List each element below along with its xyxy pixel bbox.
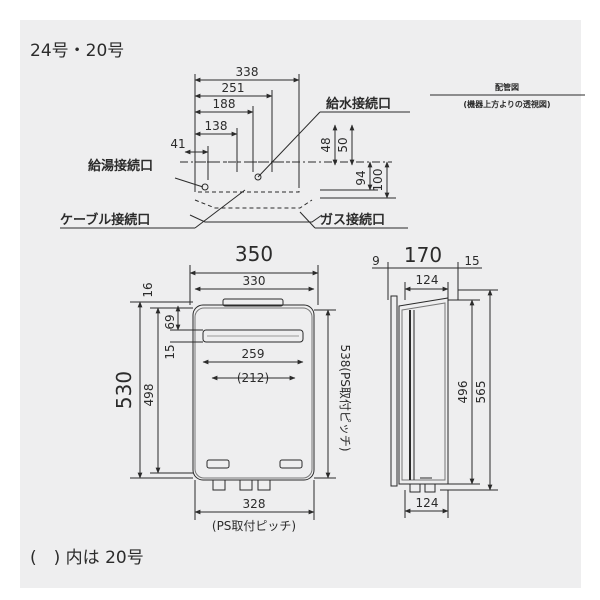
- dim-530: 530: [112, 371, 136, 409]
- dim-94: 94: [354, 170, 368, 185]
- pipe-diagram: [60, 74, 585, 229]
- dim-330: 330: [243, 274, 266, 288]
- dim-565: 565: [474, 381, 488, 404]
- pipe-diagram-title: 配管図: [495, 82, 519, 92]
- dim-212: (212): [237, 371, 269, 385]
- dim-538-ps-pitch: 538(PS取付ピッチ): [338, 344, 352, 451]
- dim-259: 259: [242, 347, 265, 361]
- front-view: [130, 265, 336, 520]
- dim-498: 498: [142, 384, 156, 407]
- dim-15: 15: [163, 344, 177, 359]
- dim-350: 350: [235, 242, 273, 266]
- dim-100: 100: [371, 169, 385, 192]
- dim-9: 9: [372, 254, 380, 268]
- dim-188: 188: [213, 97, 236, 111]
- side-view-text: 170 9 15 124 496 565 124: [372, 243, 488, 510]
- dim-16: 16: [141, 282, 155, 297]
- label-hot-water-outlet: 給湯接続口: [88, 158, 153, 174]
- dim-496: 496: [456, 381, 470, 404]
- pipe-diagram-text: 338 251 188 138 41 48 50 94 100 給水接続口 給湯…: [60, 65, 551, 228]
- dim-251: 251: [222, 81, 245, 95]
- diagram-panel: [20, 20, 581, 588]
- dim-50: 50: [336, 137, 350, 152]
- dim-170: 170: [404, 243, 442, 267]
- dim-138: 138: [205, 119, 228, 133]
- label-water-inlet: 給水接続口: [326, 96, 391, 112]
- footnote: ( ) 内は 20号: [30, 548, 144, 568]
- dim-48: 48: [319, 137, 333, 152]
- dim-124-top: 124: [416, 273, 439, 287]
- dim-338: 338: [236, 65, 259, 79]
- pipe-diagram-subtitle: (機器上方よりの透視図): [463, 99, 550, 109]
- dim-15-side: 15: [464, 254, 479, 268]
- model-header: 24号・20号: [30, 41, 124, 61]
- dim-124-bottom: 124: [416, 496, 439, 510]
- front-view-text: 350 330 530 498 16 69 15 259 (212) 538(P…: [112, 242, 352, 533]
- dim-69: 69: [163, 314, 177, 329]
- label-cable-inlet: ケーブル接続口: [60, 212, 150, 228]
- dim-41: 41: [170, 137, 185, 151]
- label-gas-inlet: ガス接続口: [320, 212, 385, 228]
- dim-ps-pitch: (PS取付ピッチ): [212, 519, 296, 533]
- dim-328: 328: [243, 497, 266, 511]
- side-view: [372, 262, 498, 518]
